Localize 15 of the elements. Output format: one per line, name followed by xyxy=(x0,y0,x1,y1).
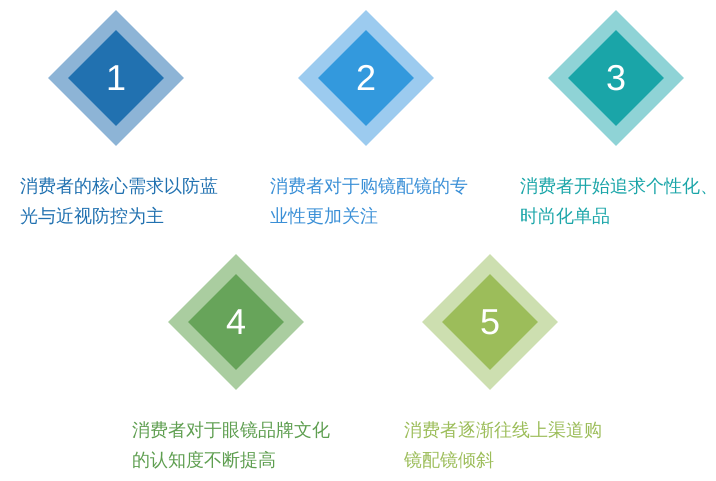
step-number: 3 xyxy=(606,57,626,99)
diamond-shape xyxy=(548,10,684,146)
step-caption: 消费者的核心需求以防蓝光与近视防控为主 xyxy=(20,175,219,229)
step-caption: 消费者对于眼镜品牌文化的认知度不断提高 xyxy=(132,419,331,473)
step-caption: 消费者逐渐往线上渠道购镜配镜倾斜 xyxy=(404,419,603,473)
step-number: 1 xyxy=(106,57,126,99)
step-number: 5 xyxy=(480,301,500,343)
diamond-shape xyxy=(298,10,434,146)
step-caption: 消费者对于购镜配镜的专业性更加关注 xyxy=(270,175,469,229)
diamond-shape xyxy=(422,254,558,390)
diamond-shape xyxy=(48,10,184,146)
step-number: 2 xyxy=(356,57,376,99)
diamond-shape xyxy=(168,254,304,390)
step-number: 4 xyxy=(226,301,246,343)
step-caption: 消费者开始追求个性化、时尚化单品 xyxy=(520,175,716,229)
